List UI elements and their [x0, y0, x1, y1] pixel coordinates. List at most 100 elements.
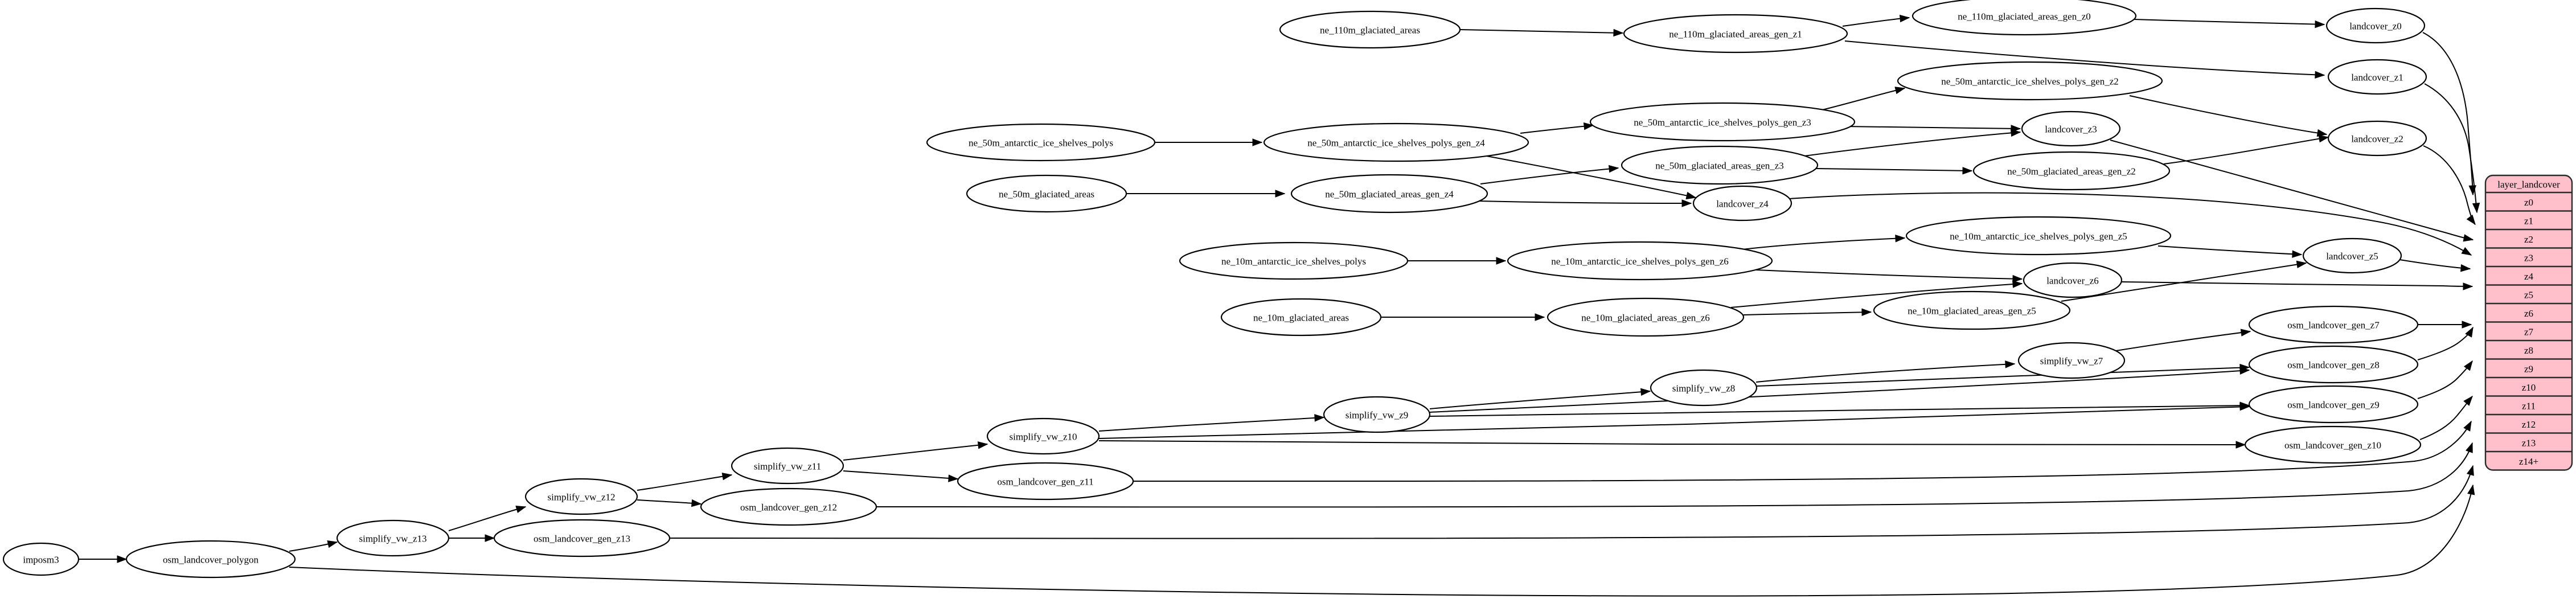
graph-node-ne_50m_antarctic_ice_shelves_polys_gen_z2[interactable]: ne_50m_antarctic_ice_shelves_polys_gen_z… — [1897, 61, 2163, 101]
graph-node-simplify_vw_z7[interactable]: simplify_vw_z7 — [2017, 342, 2126, 379]
graph-node-osm_landcover_gen_z10[interactable]: osm_landcover_gen_z10 — [2244, 425, 2422, 464]
edge-arrowhead — [2466, 214, 2476, 225]
edge-arrowhead — [1252, 138, 1263, 146]
edge-arrowhead — [327, 540, 338, 548]
edge-arrowhead — [1608, 165, 1619, 173]
graph-edge-landcover_z4--to--rec_z4 — [1789, 192, 2472, 256]
graph-node-simplify_vw_z8[interactable]: simplify_vw_z8 — [1650, 369, 1758, 407]
edge-arrowhead — [2465, 326, 2474, 338]
graph-node-osm_landcover_gen_z11[interactable]: osm_landcover_gen_z11 — [957, 462, 1134, 501]
edge-path — [843, 444, 988, 461]
graph-node-osm_landcover_gen_z9[interactable]: osm_landcover_gen_z9 — [2248, 385, 2419, 424]
graph-node-ne_10m_antarctic_ice_shelves_polys_gen_z5[interactable]: ne_10m_antarctic_ice_shelves_polys_gen_z… — [1905, 216, 2172, 256]
graph-node-osm_landcover_gen_z12[interactable]: osm_landcover_gen_z12 — [700, 487, 877, 526]
graph-edge-ne_10m_antarctic_ice_shelves_polys_gen_z5--to--landcover_z5 — [2157, 245, 2303, 258]
graph-node-ne_10m_glaciated_areas[interactable]: ne_10m_glaciated_areas — [1220, 298, 1382, 337]
edge-arrowhead — [2463, 234, 2474, 242]
graph-node-simplify_vw_z9[interactable]: simplify_vw_z9 — [1323, 396, 1431, 433]
edge-arrowhead — [2292, 250, 2303, 258]
node-ellipse — [1279, 10, 1461, 49]
node-ellipse — [1179, 241, 1409, 280]
edge-arrowhead — [2315, 71, 2325, 79]
graph-node-landcover_z3[interactable]: landcover_z3 — [2021, 110, 2121, 147]
node-ellipse — [1263, 122, 1529, 162]
graph-node-ne_50m_antarctic_ice_shelves_polys_gen_z4[interactable]: ne_50m_antarctic_ice_shelves_polys_gen_z… — [1263, 122, 1529, 162]
node-ellipse — [1220, 298, 1382, 337]
graph-node-ne_50m_antarctic_ice_shelves_polys[interactable]: ne_50m_antarctic_ice_shelves_polys — [926, 123, 1156, 162]
edge-arrowhead — [2463, 282, 2474, 290]
graph-node-landcover_z2[interactable]: landcover_z2 — [2327, 120, 2427, 157]
node-ellipse — [2248, 385, 2419, 424]
edge-arrowhead — [2472, 202, 2480, 214]
edge-path — [1743, 311, 1872, 315]
graph-node-simplify_vw_z11[interactable]: simplify_vw_z11 — [731, 447, 844, 485]
node-ellipse — [336, 519, 450, 557]
edge-arrowhead — [1640, 388, 1651, 396]
graph-edge-ne_110m_glaciated_areas_gen_z0--to--landcover_z0 — [2134, 19, 2325, 28]
graph-node-osm_landcover_gen_z8[interactable]: osm_landcover_gen_z8 — [2248, 345, 2419, 384]
edge-path — [876, 442, 2473, 508]
edge-path — [1816, 168, 1972, 171]
graph-node-ne_50m_glaciated_areas_gen_z2[interactable]: ne_50m_glaciated_areas_gen_z2 — [1972, 151, 2171, 191]
graph-node-ne_10m_glaciated_areas_gen_z5[interactable]: ne_10m_glaciated_areas_gen_z5 — [1873, 290, 2071, 330]
graph-node-imposm3[interactable]: imposm3 — [2, 542, 80, 576]
node-ellipse — [926, 123, 1156, 162]
graph-node-ne_50m_antarctic_ice_shelves_polys_gen_z3[interactable]: ne_50m_antarctic_ice_shelves_polys_gen_z… — [1589, 102, 1856, 142]
graph-node-ne_10m_glaciated_areas_gen_z6[interactable]: ne_10m_glaciated_areas_gen_z6 — [1547, 297, 1745, 337]
graph-edge-ne_10m_glaciated_areas--to--ne_10m_glaciated_areas_gen_z6 — [1380, 313, 1545, 321]
graph-node-simplify_vw_z10[interactable]: simplify_vw_z10 — [986, 417, 1100, 455]
graph-node-landcover_z0[interactable]: landcover_z0 — [2325, 7, 2426, 44]
edge-arrowhead — [2466, 442, 2473, 453]
graph-node-ne_110m_glaciated_areas_gen_z1[interactable]: ne_110m_glaciated_areas_gen_z1 — [1623, 14, 1848, 54]
node-ellipse — [2017, 342, 2126, 379]
node-ellipse — [1589, 102, 1856, 142]
graph-node-ne_110m_glaciated_areas[interactable]: ne_110m_glaciated_areas — [1279, 10, 1461, 49]
graph-edge-ne_10m_glaciated_areas_gen_z6--to--ne_10m_glaciated_areas_gen_z5 — [1743, 308, 1872, 316]
graph-node-osm_landcover_gen_z7[interactable]: osm_landcover_gen_z7 — [2248, 305, 2419, 344]
graph-node-landcover_z1[interactable]: landcover_z1 — [2327, 59, 2427, 95]
graph-edge-ne_110m_glaciated_areas_gen_z1--to--ne_110m_glaciated_areas_gen_z0 — [1842, 14, 1910, 27]
record-node-layer-landcover[interactable]: layer_landcoverz0z1z2z3z4z5z6z7z8z9z10z1… — [2484, 174, 2573, 471]
edge-path — [2129, 95, 2327, 135]
edge-path — [1755, 269, 2023, 280]
edge-arrowhead — [2012, 274, 2023, 283]
graph-edge-ne_50m_antarctic_ice_shelves_polys_gen_z4--to--landcover_z4 — [1480, 154, 1697, 200]
graph-node-simplify_vw_z12[interactable]: simplify_vw_z12 — [524, 478, 638, 515]
graph-node-ne_50m_glaciated_areas_gen_z3[interactable]: ne_50m_glaciated_areas_gen_z3 — [1621, 145, 1819, 185]
graph-node-osm_landcover_gen_z13[interactable]: osm_landcover_gen_z13 — [493, 519, 671, 557]
node-ellipse — [524, 478, 638, 515]
edge-path — [2121, 281, 2473, 287]
graph-node-ne_50m_glaciated_areas_gen_z4[interactable]: ne_50m_glaciated_areas_gen_z4 — [1290, 174, 1488, 214]
graph-edge-imposm3--to--osm_landcover_polygon — [78, 555, 128, 563]
edge-arrowhead — [1314, 414, 1325, 422]
edge-path — [1756, 367, 2250, 387]
node-ellipse — [1912, 0, 2137, 36]
graph-edge-landcover_z3--to--rec_z3 — [2110, 140, 2474, 242]
edge-arrowhead — [1895, 235, 1906, 243]
graph-edge-ne_50m_antarctic_ice_shelves_polys_gen_z4--to--ne_50m_antarctic_ice_shelves_polys_gen_z3 — [1520, 122, 1594, 134]
graph-edge-landcover_z2--to--rec_z2 — [2423, 145, 2476, 225]
edge-path — [1429, 391, 1651, 409]
edge-arrowhead — [2239, 403, 2250, 411]
graph-node-osm_landcover_polygon[interactable]: osm_landcover_polygon — [125, 540, 296, 579]
graph-node-landcover_z6[interactable]: landcover_z6 — [2023, 262, 2123, 298]
graph-node-landcover_z4[interactable]: landcover_z4 — [1692, 185, 1792, 222]
edge-arrowhead — [1681, 199, 1692, 207]
node-ellipse — [1623, 14, 1848, 54]
edge-path — [2399, 259, 2471, 269]
graph-node-ne_110m_glaciated_areas_gen_z0[interactable]: ne_110m_glaciated_areas_gen_z0 — [1912, 0, 2137, 36]
edge-arrowhead — [2463, 420, 2472, 432]
graph-edge-landcover_z1--to--rec_z1 — [2424, 83, 2480, 214]
graph-edge-simplify_vw_z7--to--osm_landcover_gen_z7 — [2115, 329, 2251, 351]
node-ellipse — [1873, 290, 2071, 330]
graph-node-ne_50m_glaciated_areas[interactable]: ne_50m_glaciated_areas — [966, 174, 1127, 213]
graph-node-ne_10m_antarctic_ice_shelves_polys_gen_z6[interactable]: ne_10m_antarctic_ice_shelves_polys_gen_z… — [1507, 241, 1773, 281]
graph-node-landcover_z5[interactable]: landcover_z5 — [2302, 237, 2402, 274]
edge-path — [1098, 417, 1324, 432]
edge-path — [1842, 17, 1910, 27]
graph-edge-simplify_vw_z13--to--simplify_vw_z12 — [448, 506, 527, 531]
edge-arrowhead — [515, 506, 527, 513]
graph-node-simplify_vw_z13[interactable]: simplify_vw_z13 — [336, 519, 450, 557]
edge-path — [2163, 137, 2329, 165]
graph-node-ne_10m_antarctic_ice_shelves_polys[interactable]: ne_10m_antarctic_ice_shelves_polys — [1179, 241, 1409, 280]
